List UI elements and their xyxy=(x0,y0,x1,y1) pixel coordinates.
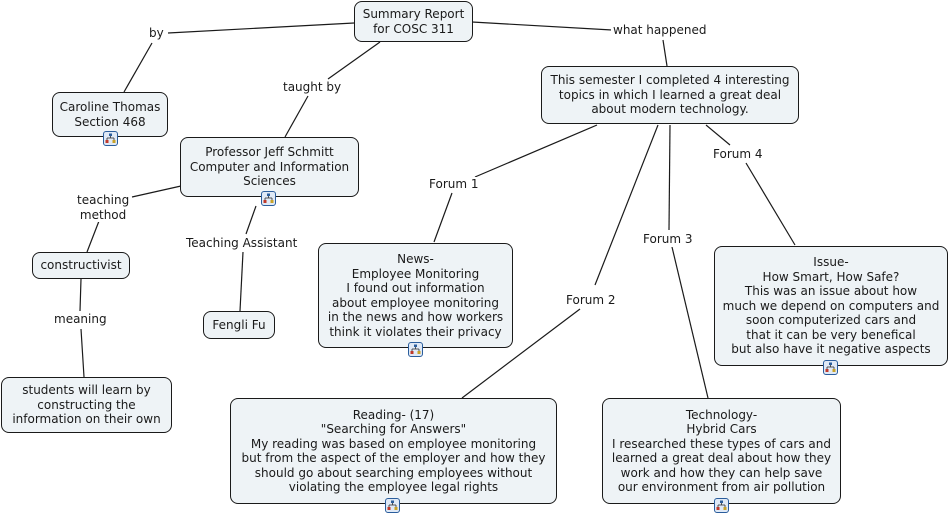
concept-text: Issue- How Smart, How Safe? This was an … xyxy=(722,255,940,357)
concept-text: News- Employee Monitoring I found out in… xyxy=(327,252,504,339)
submap-icon[interactable] xyxy=(714,498,729,513)
concept-professor[interactable]: Professor Jeff Schmitt Computer and Info… xyxy=(180,137,359,197)
concept-text: Fengli Fu xyxy=(212,317,266,332)
concept-text: Caroline Thomas Section 468 xyxy=(59,100,161,129)
link-label-forum-2: Forum 2 xyxy=(564,293,618,308)
concept-student[interactable]: Caroline Thomas Section 468 xyxy=(52,92,168,137)
connector xyxy=(594,124,659,286)
concept-text: students will learn by constructing the … xyxy=(12,383,161,427)
concept-text: Summary Report for COSC 311 xyxy=(362,7,465,36)
connector xyxy=(239,251,244,312)
connector xyxy=(474,124,598,178)
connector xyxy=(662,39,668,67)
connector xyxy=(284,95,309,138)
submap-icon[interactable] xyxy=(261,191,276,206)
connector xyxy=(123,42,153,93)
concept-meaning[interactable]: students will learn by constructing the … xyxy=(1,377,172,433)
submap-icon[interactable] xyxy=(385,498,400,513)
submap-icon[interactable] xyxy=(103,131,118,146)
concept-technology[interactable]: Technology- Hybrid Cars I researched the… xyxy=(602,398,841,504)
link-label-taught-by: taught by xyxy=(281,80,344,95)
connector xyxy=(433,192,453,243)
connector xyxy=(79,278,82,312)
concept-semester[interactable]: This semester I completed 4 interesting … xyxy=(541,66,799,124)
connector xyxy=(668,124,671,231)
connector xyxy=(86,220,100,253)
link-label-meaning: meaning xyxy=(52,312,109,327)
concept-text: Reading- (17) "Searching for Answers" My… xyxy=(241,407,546,495)
link-label-teaching-method: teaching method xyxy=(75,193,132,222)
connector xyxy=(745,162,796,246)
concept-constructivist[interactable]: constructivist xyxy=(32,252,130,279)
link-label-teaching-assistant: Teaching Assistant xyxy=(184,236,302,251)
link-label-by: by xyxy=(147,26,166,41)
concept-text: This semester I completed 4 interesting … xyxy=(550,73,790,117)
concept-teaching-assistant[interactable]: Fengli Fu xyxy=(203,311,275,339)
concept-text: constructivist xyxy=(40,258,122,273)
submap-icon[interactable] xyxy=(823,360,838,375)
connector xyxy=(80,328,85,378)
link-label-what-happened: what happened xyxy=(611,23,709,38)
connector xyxy=(245,205,257,235)
concept-text: Professor Jeff Schmitt Computer and Info… xyxy=(189,145,350,189)
concept-news[interactable]: News- Employee Monitoring I found out in… xyxy=(318,243,513,348)
connector xyxy=(167,22,355,34)
concept-text: Technology- Hybrid Cars I researched the… xyxy=(611,407,832,495)
concept-summary-report[interactable]: Summary Report for COSC 311 xyxy=(354,1,473,42)
connector xyxy=(671,246,709,399)
concept-reading[interactable]: Reading- (17) "Searching for Answers" My… xyxy=(230,398,557,504)
link-label-forum-3: Forum 3 xyxy=(641,232,695,247)
link-label-forum-1: Forum 1 xyxy=(427,177,481,192)
connector xyxy=(705,124,731,146)
link-label-forum-4: Forum 4 xyxy=(711,147,765,162)
connector xyxy=(461,308,581,399)
connector xyxy=(471,21,613,31)
concept-issue[interactable]: Issue- How Smart, How Safe? This was an … xyxy=(714,246,948,366)
submap-icon[interactable] xyxy=(408,342,423,357)
connector xyxy=(131,185,182,198)
connector xyxy=(327,41,381,80)
